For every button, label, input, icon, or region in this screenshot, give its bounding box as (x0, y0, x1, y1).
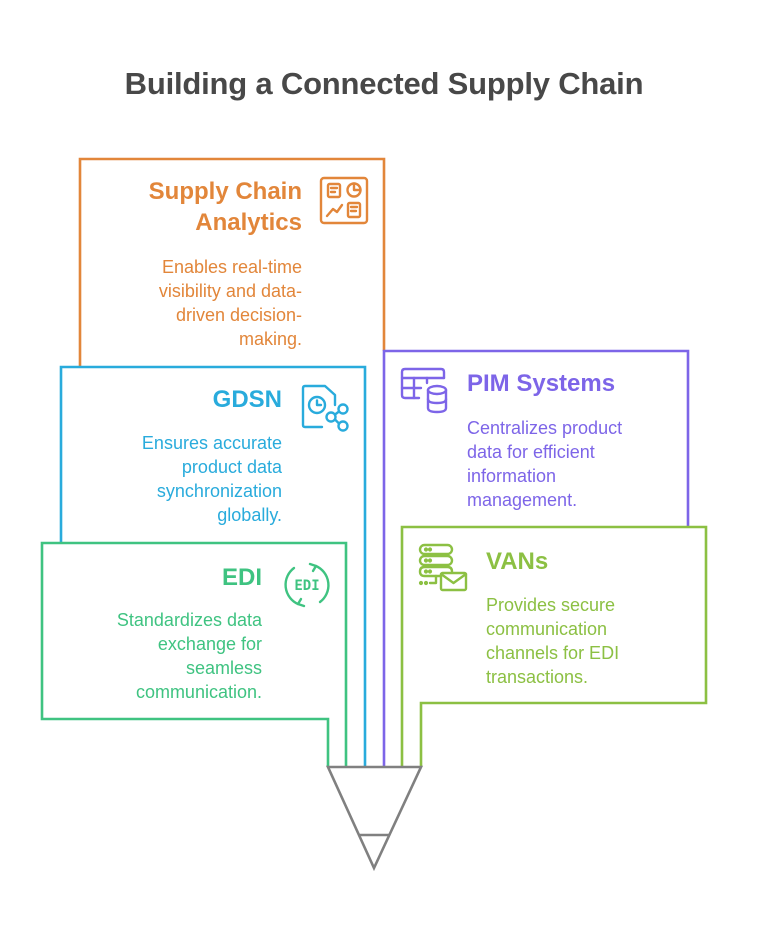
card-vans: VANs Provides secure communication chann… (486, 546, 696, 689)
vans-box-outline (400, 525, 708, 767)
svg-text:EDI: EDI (294, 578, 319, 594)
card-supply-chain-analytics: Supply Chain Analytics Enables real-time… (100, 176, 302, 351)
card-gdsn: GDSN Ensures accurate product data synch… (80, 384, 282, 527)
analytics-dashboard-icon (319, 176, 369, 225)
document-sync-share-icon (301, 384, 349, 432)
card-description: Standardizes data exchange for seamless … (116, 610, 262, 702)
card-description: Centralizes product data for efficient i… (467, 418, 623, 510)
edi-exchange-icon: EDI (284, 562, 330, 608)
analytics-box-outline (78, 157, 386, 367)
edi-box-outline (40, 541, 348, 767)
card-description: Ensures accurate product data synchroniz… (141, 433, 282, 525)
server-mail-icon (418, 543, 468, 592)
card-title: VANs (486, 548, 549, 575)
page-title: Building a Connected Supply Chain (124, 66, 644, 101)
card-description: Enables real-time visibility and data- d… (158, 257, 302, 349)
card-title: GDSN (212, 386, 282, 413)
card-title: PIM Systems (467, 370, 616, 397)
table-database-icon (400, 367, 448, 414)
gdsn-box-outline (59, 365, 367, 767)
card-title: Supply Chain Analytics (148, 178, 302, 236)
card-title: EDI (221, 564, 262, 591)
card-description: Provides secure communication channels f… (486, 595, 620, 687)
pim-box-outline (382, 349, 690, 767)
funnel-icon (325, 765, 424, 872)
funnel-outline (325, 765, 424, 872)
card-edi: EDI Standardizes data exchange for seaml… (60, 562, 262, 704)
card-pim-systems: PIM Systems Centralizes product data for… (467, 368, 677, 512)
